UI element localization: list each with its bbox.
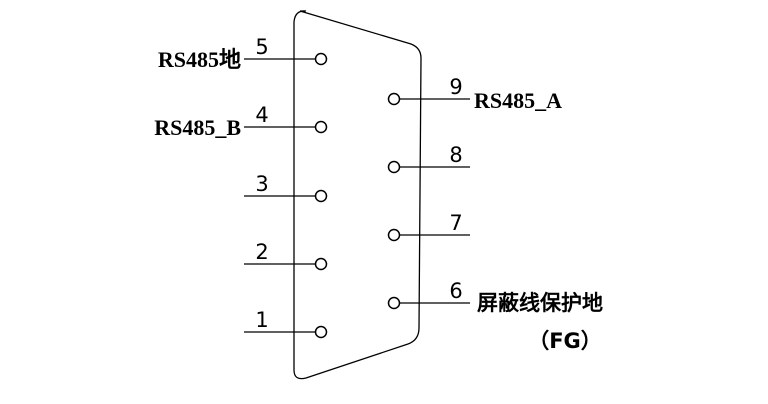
pin-5-number: 5 (255, 35, 268, 59)
pin-6-label: 屏蔽线保护地 (477, 291, 603, 315)
pin-9-contact (387, 92, 401, 106)
pin-3-contact (314, 189, 328, 203)
pin-8-number: 8 (449, 143, 462, 167)
pin-8-contact (387, 160, 401, 174)
pin-6-contact (387, 296, 401, 310)
pin-7-number: 7 (449, 211, 462, 235)
pin-5-label: RS485地 (158, 47, 241, 72)
pin-4-contact (314, 120, 328, 134)
pin-1-number: 1 (255, 308, 268, 332)
pin-2-number: 2 (255, 240, 268, 264)
pin-3-number: 3 (255, 172, 268, 196)
pin-7-contact (387, 228, 401, 242)
pin-5-contact (314, 52, 328, 66)
pin-6-number: 6 (449, 279, 462, 303)
pin-9-number: 9 (449, 75, 462, 99)
connector-shell (293, 10, 422, 380)
pin-2-contact (314, 257, 328, 271)
pin-4-number: 4 (255, 103, 268, 127)
pin-9-label: RS485_A (474, 88, 562, 113)
pin-4-label: RS485_B (154, 115, 241, 140)
pin-1-contact (314, 325, 328, 339)
pin-6-sublabel: （FG） (528, 329, 602, 353)
